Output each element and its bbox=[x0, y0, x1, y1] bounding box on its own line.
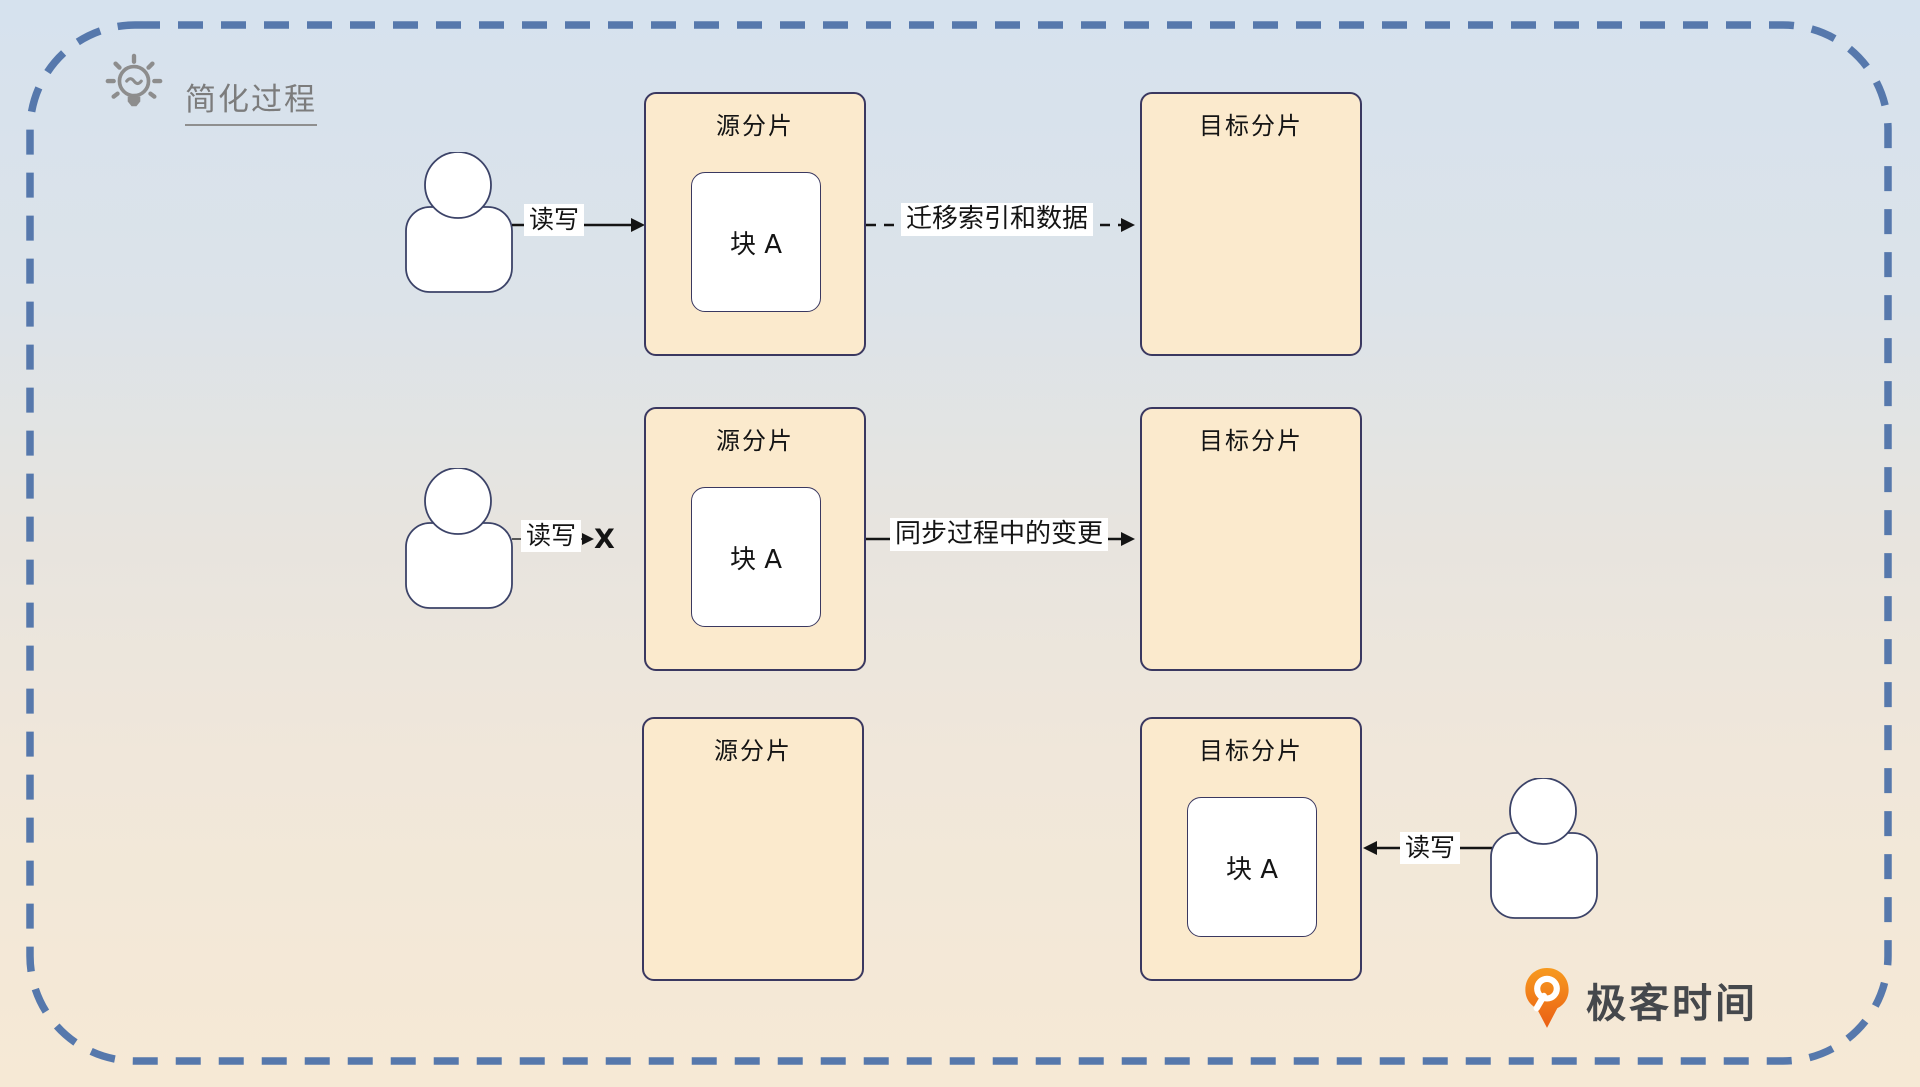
shard-title: 源分片 bbox=[714, 737, 792, 765]
read-write-label: 读写 bbox=[1400, 832, 1461, 864]
source-shard-box: 源分片 块 A bbox=[644, 92, 866, 356]
geektime-logo: 极客时间 bbox=[1522, 966, 1758, 1034]
sync-label: 同步过程中的变更 bbox=[890, 518, 1109, 552]
page-title: 简化过程 bbox=[185, 74, 317, 126]
header: 简化过程 bbox=[103, 52, 317, 126]
user-icon bbox=[1490, 778, 1598, 919]
blocked-x: X bbox=[594, 524, 615, 555]
shard-title: 源分片 bbox=[716, 427, 794, 455]
shard-title: 目标分片 bbox=[1199, 112, 1303, 140]
chunk-a-block: 块 A bbox=[691, 172, 821, 312]
target-shard-box: 目标分片 bbox=[1140, 407, 1362, 671]
target-shard-box: 目标分片 块 A bbox=[1140, 717, 1362, 981]
chunk-a-block: 块 A bbox=[691, 487, 821, 627]
source-shard-box: 源分片 块 A bbox=[644, 407, 866, 671]
geektime-pin-icon bbox=[1525, 968, 1569, 1028]
user-icon bbox=[405, 152, 513, 293]
shard-title: 源分片 bbox=[716, 112, 794, 140]
shard-title: 目标分片 bbox=[1199, 427, 1303, 455]
read-write-label: 读写 bbox=[521, 520, 582, 552]
shard-title: 目标分片 bbox=[1199, 737, 1303, 765]
migrate-label: 迁移索引和数据 bbox=[901, 203, 1094, 237]
read-write-label: 读写 bbox=[524, 204, 585, 236]
target-shard-box: 目标分片 bbox=[1140, 92, 1362, 356]
source-shard-box: 源分片 bbox=[642, 717, 864, 981]
chunk-a-block: 块 A bbox=[1187, 797, 1317, 937]
lightbulb-icon bbox=[105, 53, 163, 107]
user-icon bbox=[405, 468, 513, 609]
geektime-logo-text: 极客时间 bbox=[1586, 981, 1758, 1027]
